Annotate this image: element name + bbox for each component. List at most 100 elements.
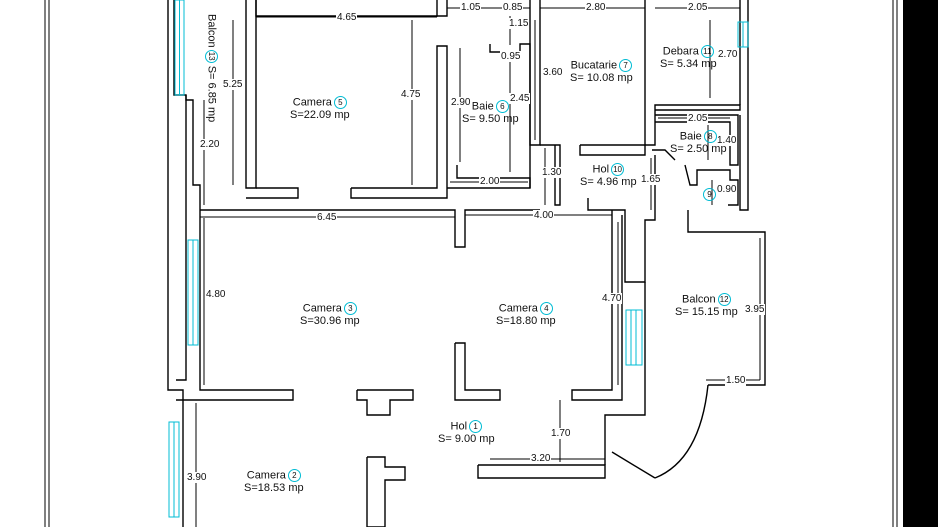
wall-camera5-bottom-left [246,187,299,199]
dim-label: 2.20 [199,139,221,150]
room-area: S= 10.08 mp [570,72,633,85]
pillar-center [356,389,414,416]
dim-label: 4.80 [205,289,227,300]
wall-camera4-right [571,210,623,401]
room-name: Debara [662,45,699,58]
wall-hol10-right [587,155,656,283]
door-leaf [611,451,656,479]
dim-label: 2.05 [687,113,709,124]
sheet-border-outer [44,0,898,527]
room-number-badge: 13 [205,49,218,63]
room-name: Camera [246,469,286,482]
room-area: S=30.96 mp [300,315,360,328]
dim-label: 1.40 [716,135,738,146]
room-number-badge: 6 [495,100,509,113]
wall-camera5-left [245,0,257,189]
room-area: S=22.09 mp [290,109,350,122]
wall-bath8 [655,114,739,166]
door-arc [654,384,709,479]
dim-label: 1.65 [640,174,662,185]
dim-label: 1.30 [541,167,563,178]
room-number-badge: 10 [611,163,625,176]
walls [167,0,766,527]
room-name: Hol [592,163,610,176]
floor-plan-drawing [44,0,898,527]
dimension-lines [195,7,761,527]
dim-label: 1.50 [725,375,747,386]
wall-room9 [684,164,739,206]
wall-balcony-13 [185,95,201,210]
wall-hol1-left [454,342,501,401]
room-label-9: 9 [701,188,716,201]
room-name: Camera [498,302,538,315]
room-number-badge: 5 [333,96,347,109]
wall-kitchen-left [529,0,541,146]
window-camera4 [625,309,643,366]
room-number-badge: 7 [619,59,633,72]
room-area: S=18.53 mp [244,482,304,495]
wall-camera5-bottom-right [350,45,448,199]
wall-camera3-bottom [176,210,294,401]
room-number-badge: 12 [717,293,731,306]
room-area: S= 15.15 mp [675,306,738,319]
dim-label: 1.05 [460,2,482,13]
windows [168,0,749,518]
room-number-badge: 2 [287,469,301,482]
dim-label: 0.85 [502,2,524,13]
dim-label: 3.90 [186,472,208,483]
room-name: Balcon [205,14,218,48]
dim-label: 2.45 [509,93,531,104]
wall-hol1-bottom [477,464,606,479]
room-number-badge: 11 [700,45,714,58]
floor-plan-sheet: 4.65 1.05 0.85 2.80 2.05 1.15 0.95 2.70 … [0,0,903,527]
dim-label: 2.80 [585,2,607,13]
dim-label: 2.05 [687,2,709,13]
dim-label: 2.90 [450,97,472,108]
wall-balcony12 [687,210,766,386]
room-name: Camera [292,96,332,109]
room-area: S= 9.50 mp [462,113,519,126]
dim-label: 1.15 [508,18,530,29]
wall-kitchen-bottom-right [579,144,646,156]
room-name: Camera [302,302,342,315]
dim-label: 6.45 [316,212,338,223]
dim-label: 4.75 [400,89,422,100]
room-name: Baie [679,130,702,143]
room-number-badge: 3 [343,302,357,315]
wall-hol1-right [604,282,646,465]
room-area: S= 2.50 mp [670,143,727,156]
room-name: Baie [471,100,494,113]
dim-label: 4.00 [533,210,555,221]
wall-debara [644,0,741,146]
room-area: S=18.80 mp [496,315,556,328]
dim-label: 3.60 [542,67,564,78]
wall-middle [200,209,540,248]
wall-camera2-right [366,456,406,527]
room-number-badge: 8 [703,130,717,143]
room-name: Hol [450,420,468,433]
dim-label: 1.70 [550,428,572,439]
room-name: Balcon [682,293,716,306]
room-area: S= 6.85 mp [205,65,218,123]
room-number-badge: 4 [539,302,553,315]
room-area: S= 4.96 mp [580,176,637,189]
dim-label: 3.20 [530,453,552,464]
dim-label: 4.70 [601,293,623,304]
outer-wall-left [167,0,184,527]
room-name: Bucatarie [570,59,618,72]
dim-label: 0.95 [500,51,522,62]
room-label-balcon-13: Balcon13 S= 6.85 mp [205,14,218,122]
wall-kitchen-bottom [540,144,561,206]
dim-label: 4.65 [336,12,358,23]
